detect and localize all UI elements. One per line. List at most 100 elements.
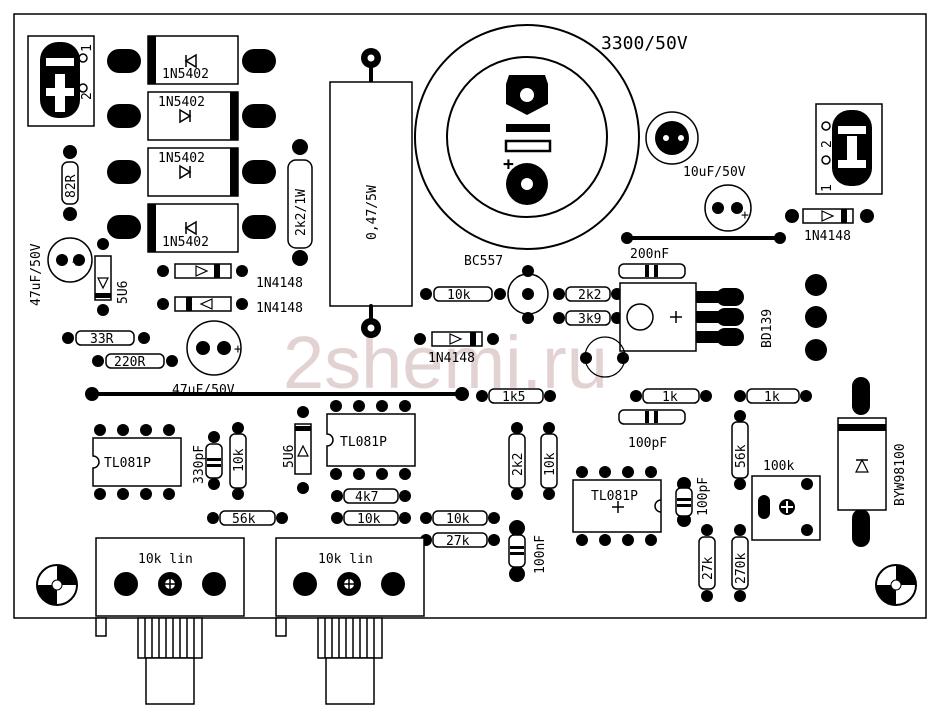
capacitor-200nf: 200nF <box>618 247 686 279</box>
capacitor-100pf-right: 100pF <box>675 477 711 527</box>
r220-label: 220R <box>114 355 145 370</box>
diode-1n4148-b: 1N4148 <box>157 296 303 316</box>
d6-label: 1N4148 <box>256 301 303 316</box>
zener-5u6-mid: 5U6 <box>282 406 312 494</box>
r1k-a-label: 1k <box>662 390 678 405</box>
svg-text:+: + <box>72 255 80 270</box>
capacitor-47uf-left: + 47uF/50V <box>29 237 93 306</box>
r270k-v-label: 270k <box>734 553 749 584</box>
r1k-b-label: 1k <box>764 390 780 405</box>
u3-label: TL081P <box>591 489 638 504</box>
resistor-1k-a: 1k <box>630 388 712 405</box>
d4-label: 1N5402 <box>162 235 209 250</box>
pads-bd139-ext <box>805 274 827 361</box>
j1-pin2-label: 2 <box>80 92 95 100</box>
r27k-a-label: 27k <box>446 534 470 549</box>
d7-label: 1N4148 <box>428 351 475 366</box>
ic-tl081p-2: TL081P <box>326 400 416 480</box>
diode-1n5402-4: 1N5402 <box>107 203 276 253</box>
resistor-82r: 82R <box>61 145 79 221</box>
diode-1n5402-3: 1N5402 <box>107 147 276 197</box>
r10k-v1-label: 10k <box>232 448 247 472</box>
j2-pin1-label: 1 <box>820 184 835 192</box>
diode-1n4148-a: 1N4148 <box>157 263 303 291</box>
diode-byw98100: BYW98100 <box>837 377 908 547</box>
c200n-label: 200nF <box>630 247 669 262</box>
r2k2-v-label: 2k2 <box>511 453 526 476</box>
connector-j2: 2 1 <box>815 103 883 195</box>
capacitor-small-top <box>645 111 699 165</box>
c100p-right-label: 100pF <box>696 477 711 516</box>
diode-1n4148-c: 1N4148 <box>414 331 499 366</box>
trim-label: 100k <box>763 459 794 474</box>
d5-label: 1N4148 <box>256 276 303 291</box>
mounting-hole-right <box>875 564 917 606</box>
dbig-label: BYW98100 <box>893 443 908 506</box>
q1-label: BC557 <box>464 254 503 269</box>
resistor-1k5: 1k5 <box>476 388 556 405</box>
r4k7-label: 4k7 <box>355 490 378 505</box>
transistor-bd139: BD139 <box>619 282 775 352</box>
resistor-2k2-1w: 2k2/1W <box>287 139 313 266</box>
c100n-label: 100nF <box>533 535 548 574</box>
r82-label: 82R <box>64 174 79 198</box>
pot-10k-lin-1: 10k lin <box>95 537 245 705</box>
r56k-a-label: 56k <box>232 512 256 527</box>
resistor-10k-v2: 10k <box>540 422 558 500</box>
diode-1n5402-2: 1N5402 <box>107 91 276 141</box>
resistor-56k-a: 56k <box>207 510 288 527</box>
trimmer-100k: 100k <box>751 459 821 541</box>
z2-label: 5U6 <box>282 445 297 468</box>
resistor-10k-d: 10k <box>420 510 500 527</box>
capacitor-10uf: + 10uF/50V <box>683 165 752 232</box>
r1k5-label: 1k5 <box>502 390 525 405</box>
d1-label: 1N5402 <box>162 67 209 82</box>
resistor-56k-v: 56k <box>731 410 749 490</box>
d3-label: 1N5402 <box>158 151 205 166</box>
c100p-mid-label: 100pF <box>628 436 667 451</box>
r10k-c-label: 10k <box>357 512 381 527</box>
pot2-label: 10k lin <box>318 552 373 567</box>
c3300-label: 3300/50V <box>601 33 688 54</box>
q2-label: BD139 <box>760 309 775 348</box>
resistor-1k-b: 1k <box>734 388 812 405</box>
d8-label: 1N4148 <box>804 229 851 244</box>
capacitor-47uf-mid: + 47uF/50V <box>172 320 242 398</box>
ic-tl081p-1: TL081P <box>92 424 182 500</box>
resistor-10k-a: 10k <box>420 286 506 303</box>
c47u-left-label: 47uF/50V <box>29 243 44 306</box>
r2k2-1w-label: 2k2/1W <box>294 189 309 236</box>
capacitor-100pf-mid: 100pF <box>618 409 686 451</box>
svg-text:+: + <box>234 342 242 357</box>
resistor-047-5w: 0,47/5W <box>329 48 413 338</box>
u1-label: TL081P <box>104 456 151 471</box>
r2k2-label: 2k2 <box>578 288 601 303</box>
resistor-10k-v1: 10k <box>229 422 247 500</box>
zener-5u6-left: 5U6 <box>94 238 131 316</box>
diode-1n4148-right: 1N4148 <box>785 208 874 244</box>
resistor-2k2-v: 2k2 <box>508 422 526 500</box>
svg-text:+: + <box>503 154 514 175</box>
transistor-bc557: BC557 <box>464 254 549 324</box>
resistor-220r: 220R <box>92 353 178 370</box>
resistor-3k9: 3k9 <box>553 310 623 327</box>
capacitor-330pf: 330pF <box>192 431 223 490</box>
j2-pin2-label: 2 <box>820 140 835 148</box>
r3k9-label: 3k9 <box>578 312 601 327</box>
resistor-33r: 33R <box>62 330 150 347</box>
diode-1n5402-1: 1N5402 <box>107 35 276 85</box>
resistor-2k2: 2k2 <box>553 286 623 303</box>
resistor-4k7: 4k7 <box>331 488 411 505</box>
pot-10k-lin-2: 10k lin <box>275 537 425 705</box>
c10u-label: 10uF/50V <box>683 165 746 180</box>
mounting-hole-left <box>36 564 78 606</box>
capacitor-100nf: 100nF <box>508 520 548 582</box>
pot1-label: 10k lin <box>138 552 193 567</box>
r56k-v-label: 56k <box>734 444 749 468</box>
ic-tl081p-3: TL081P <box>572 466 662 546</box>
r10k-v2-label: 10k <box>543 452 558 476</box>
r33-label: 33R <box>90 332 114 347</box>
r10k-a-label: 10k <box>447 288 471 303</box>
svg-text:+: + <box>741 208 749 223</box>
